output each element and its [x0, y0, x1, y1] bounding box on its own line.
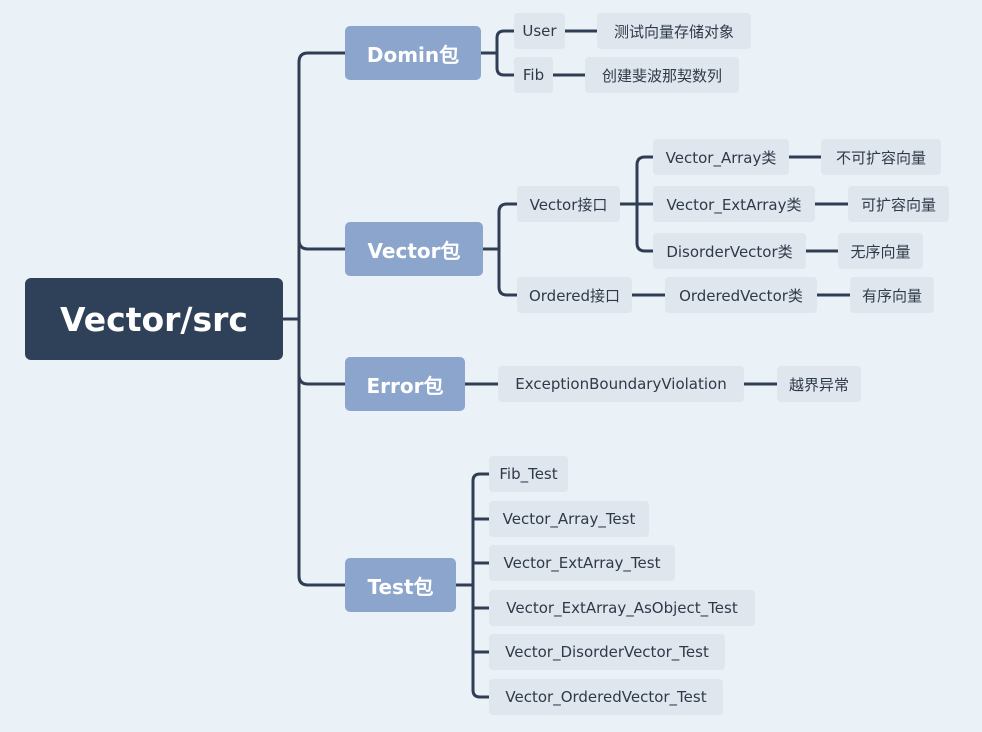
- node-vector-array-desc: 不可扩容向量: [821, 139, 941, 175]
- node-vector-interface: Vector接口: [517, 186, 620, 222]
- node-user: User: [514, 13, 565, 49]
- test-item: Vector_ExtArray_AsObject_Test: [489, 590, 755, 626]
- root-node: Vector/src: [25, 278, 283, 360]
- node-ordered-interface: Ordered接口: [517, 277, 632, 313]
- node-ordered-vector: OrderedVector类: [665, 277, 817, 313]
- test-item: Vector_Array_Test: [489, 501, 649, 537]
- node-vector-array: Vector_Array类: [653, 139, 789, 175]
- node-fib-desc: 创建斐波那契数列: [585, 57, 739, 93]
- node-disorder-vector: DisorderVector类: [653, 233, 806, 269]
- node-vector-extarray-desc: 可扩容向量: [848, 186, 949, 222]
- test-item: Fib_Test: [489, 456, 568, 492]
- package-vector: Vector包: [345, 222, 483, 276]
- node-exception-desc: 越界异常: [777, 366, 861, 402]
- test-item: Vector_ExtArray_Test: [489, 545, 675, 581]
- node-vector-extarray: Vector_ExtArray类: [653, 186, 815, 222]
- node-disorder-vector-desc: 无序向量: [838, 233, 923, 269]
- node-fib: Fib: [514, 57, 553, 93]
- test-item: Vector_OrderedVector_Test: [489, 679, 723, 715]
- package-domin: Domin包: [345, 26, 481, 80]
- test-item: Vector_DisorderVector_Test: [489, 634, 725, 670]
- node-ordered-vector-desc: 有序向量: [850, 277, 934, 313]
- node-user-desc: 测试向量存储对象: [597, 13, 751, 49]
- package-test: Test包: [345, 558, 456, 612]
- node-exception: ExceptionBoundaryViolation: [498, 366, 744, 402]
- package-error: Error包: [345, 357, 465, 411]
